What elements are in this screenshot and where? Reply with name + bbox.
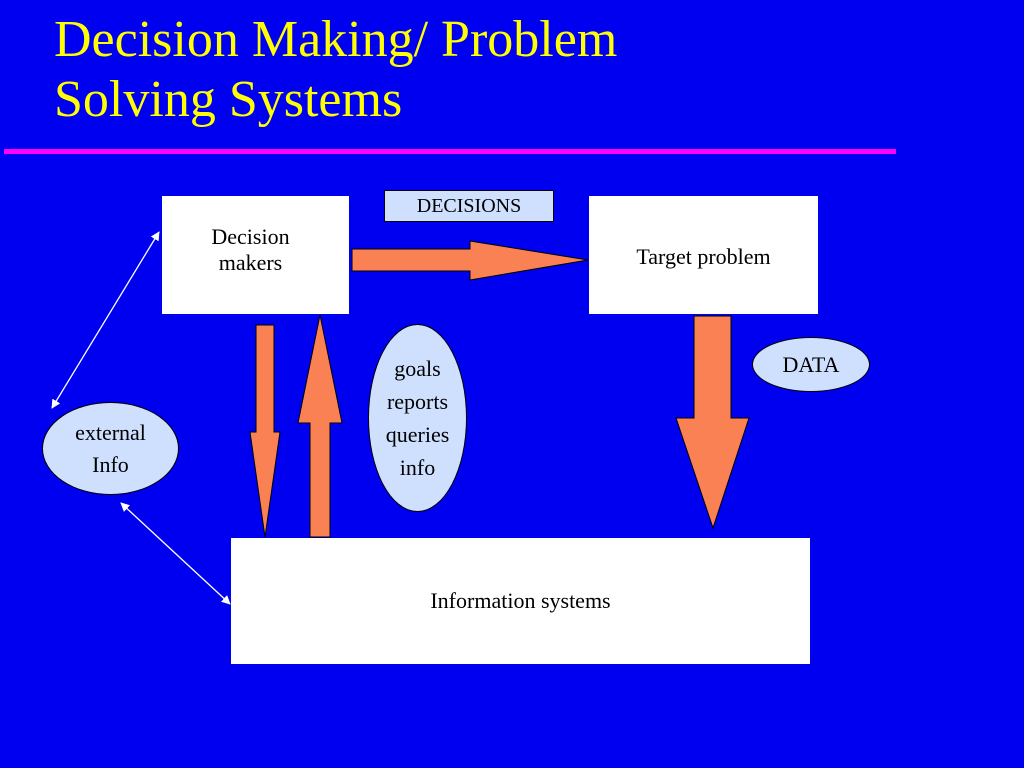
decisions-label: DECISIONS [384, 190, 554, 222]
goals-reports-oval: goals reports queries info [368, 324, 467, 512]
external-info-text: external Info [75, 419, 146, 477]
title-divider [4, 149, 896, 154]
data-oval: DATA [752, 337, 870, 392]
target-problem-box: Target problem [589, 196, 818, 314]
up-arrow [297, 314, 343, 538]
decisions-label-text: DECISIONS [416, 194, 522, 217]
data-oval-text: DATA [782, 352, 840, 377]
information-systems-label: Information systems [430, 588, 611, 613]
external-info-oval: external Info [42, 402, 179, 495]
slide-title: Decision Making/ Problem Solving Systems [54, 11, 618, 128]
external-to-decision-line [51, 231, 160, 409]
decision-makers-box: Decision makers [162, 196, 349, 314]
external-to-information-line [120, 502, 231, 605]
down-arrow-left [249, 324, 281, 538]
decision-makers-label: Decision makers [211, 224, 290, 275]
data-arrow [675, 315, 750, 530]
target-problem-label: Target problem [636, 244, 771, 269]
information-systems-box: Information systems [231, 538, 810, 664]
decisions-arrow [351, 240, 589, 281]
goals-reports-text: goals reports queries info [385, 356, 450, 480]
